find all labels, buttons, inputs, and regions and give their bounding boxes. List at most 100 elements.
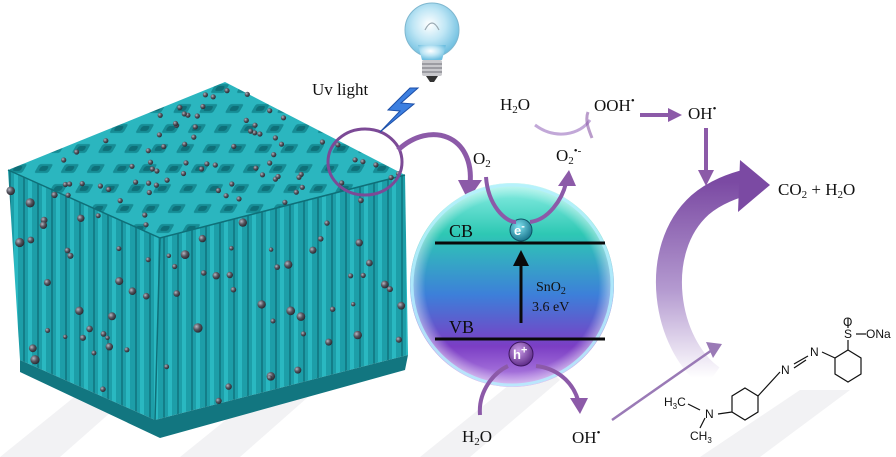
nanoparticle bbox=[212, 272, 220, 280]
nanoparticle bbox=[215, 187, 221, 194]
nanoparticle bbox=[351, 302, 356, 307]
nanoparticle bbox=[335, 142, 341, 148]
nanoparticle bbox=[43, 279, 51, 286]
nanoparticle bbox=[358, 197, 364, 204]
degradation-arrow bbox=[656, 169, 752, 389]
nanoparticle bbox=[278, 141, 285, 147]
nanoparticle bbox=[180, 250, 190, 259]
dye-azo-n1: N bbox=[810, 345, 819, 359]
nanoparticle bbox=[142, 212, 148, 218]
dye-methyl-1: H3C bbox=[664, 395, 686, 411]
nanoparticle bbox=[61, 157, 67, 163]
nanoparticle bbox=[27, 236, 35, 244]
nanoparticle bbox=[294, 366, 302, 374]
nanoparticle bbox=[51, 191, 58, 199]
nanoparticle bbox=[128, 287, 137, 296]
mesoporous-block bbox=[6, 82, 408, 438]
nanoparticle bbox=[325, 338, 333, 346]
nanoparticle bbox=[397, 301, 406, 310]
nanoparticle bbox=[198, 234, 207, 243]
dye-amine-n: N bbox=[705, 407, 714, 421]
hole-label: h+ bbox=[513, 345, 528, 363]
nanoparticle bbox=[280, 115, 287, 121]
nanoparticle bbox=[106, 186, 112, 192]
nanoparticle bbox=[253, 165, 259, 171]
nanoparticle bbox=[272, 135, 278, 141]
nanoparticle bbox=[75, 306, 84, 315]
nanoparticle bbox=[309, 246, 317, 254]
nanoparticle bbox=[238, 218, 247, 227]
nanoparticle bbox=[395, 336, 402, 343]
nanoparticle bbox=[210, 94, 216, 100]
nanoparticle bbox=[202, 92, 208, 98]
nanoparticle bbox=[115, 277, 124, 286]
nanoparticle bbox=[257, 131, 263, 137]
nanoparticle bbox=[319, 139, 325, 145]
hole-ball bbox=[508, 341, 534, 367]
hydroxyl-bottom-label: OH• bbox=[572, 427, 601, 447]
nanoparticle bbox=[182, 141, 188, 147]
valence-band-label: VB bbox=[449, 317, 475, 337]
nanoparticle bbox=[230, 286, 237, 293]
nanoparticle bbox=[360, 159, 366, 165]
water-top-label: H2O bbox=[500, 95, 531, 116]
nanoparticle bbox=[229, 245, 234, 251]
nanoparticle bbox=[267, 160, 273, 166]
nanoparticle bbox=[153, 182, 159, 188]
nanoparticle bbox=[224, 88, 230, 94]
band-gap-label: 3.6 eV bbox=[532, 300, 570, 315]
nanoparticle bbox=[124, 347, 130, 353]
nanoparticle bbox=[352, 157, 358, 163]
nanoparticle bbox=[193, 323, 203, 333]
nanoparticle bbox=[252, 122, 258, 128]
nanoparticle bbox=[274, 264, 281, 270]
nanoparticle bbox=[243, 117, 249, 123]
nanoparticle bbox=[268, 247, 274, 252]
nanoparticle bbox=[177, 104, 183, 111]
nanoparticle bbox=[145, 148, 151, 154]
nanoparticle bbox=[348, 273, 354, 279]
nanoparticle bbox=[65, 192, 71, 198]
nanoparticle bbox=[62, 181, 68, 188]
h2o-in-arrow bbox=[477, 364, 509, 416]
nanoparticle bbox=[198, 166, 205, 172]
uv-bolt-icon bbox=[379, 87, 420, 133]
oh-out-arrow bbox=[535, 364, 580, 401]
dye-sulfonate-ona: ONa bbox=[866, 327, 891, 341]
nanoparticle bbox=[223, 193, 229, 199]
electron-label: e- bbox=[514, 221, 525, 239]
nanoparticle bbox=[386, 286, 393, 293]
nanoparticle bbox=[299, 184, 305, 190]
o2-out-arrow bbox=[529, 182, 568, 224]
nanoparticle bbox=[252, 130, 258, 136]
dye-azo-n2: N bbox=[781, 363, 790, 377]
nanoparticle bbox=[97, 183, 103, 189]
nanoparticle bbox=[373, 162, 379, 168]
nanoparticle bbox=[164, 177, 170, 183]
nanoparticle bbox=[181, 111, 187, 117]
nanoparticle bbox=[225, 383, 232, 390]
nanoparticle bbox=[259, 172, 266, 178]
nanoparticle bbox=[317, 236, 324, 242]
nanoparticle bbox=[157, 112, 163, 118]
nanoparticle bbox=[270, 318, 276, 324]
nanoparticle bbox=[154, 168, 160, 174]
nanoparticle bbox=[275, 173, 281, 180]
nanoparticle bbox=[300, 331, 306, 337]
oxygen-label: O2 bbox=[473, 149, 491, 170]
nanoparticle bbox=[284, 260, 293, 269]
nanoparticle bbox=[194, 113, 200, 119]
nanoparticle bbox=[296, 174, 302, 180]
nanoparticle bbox=[329, 306, 336, 312]
nanoparticle bbox=[229, 181, 235, 187]
nanoparticle bbox=[161, 144, 167, 150]
uv-light-label: Uv light bbox=[312, 80, 369, 99]
nanoparticle bbox=[25, 198, 35, 208]
nanoparticle bbox=[293, 189, 299, 195]
nanoparticle bbox=[282, 199, 288, 205]
nanoparticle bbox=[286, 306, 296, 316]
nanoparticle bbox=[183, 160, 189, 166]
nanoparticle bbox=[166, 253, 172, 259]
nanoparticle bbox=[360, 272, 366, 278]
nanoparticle bbox=[116, 246, 122, 252]
